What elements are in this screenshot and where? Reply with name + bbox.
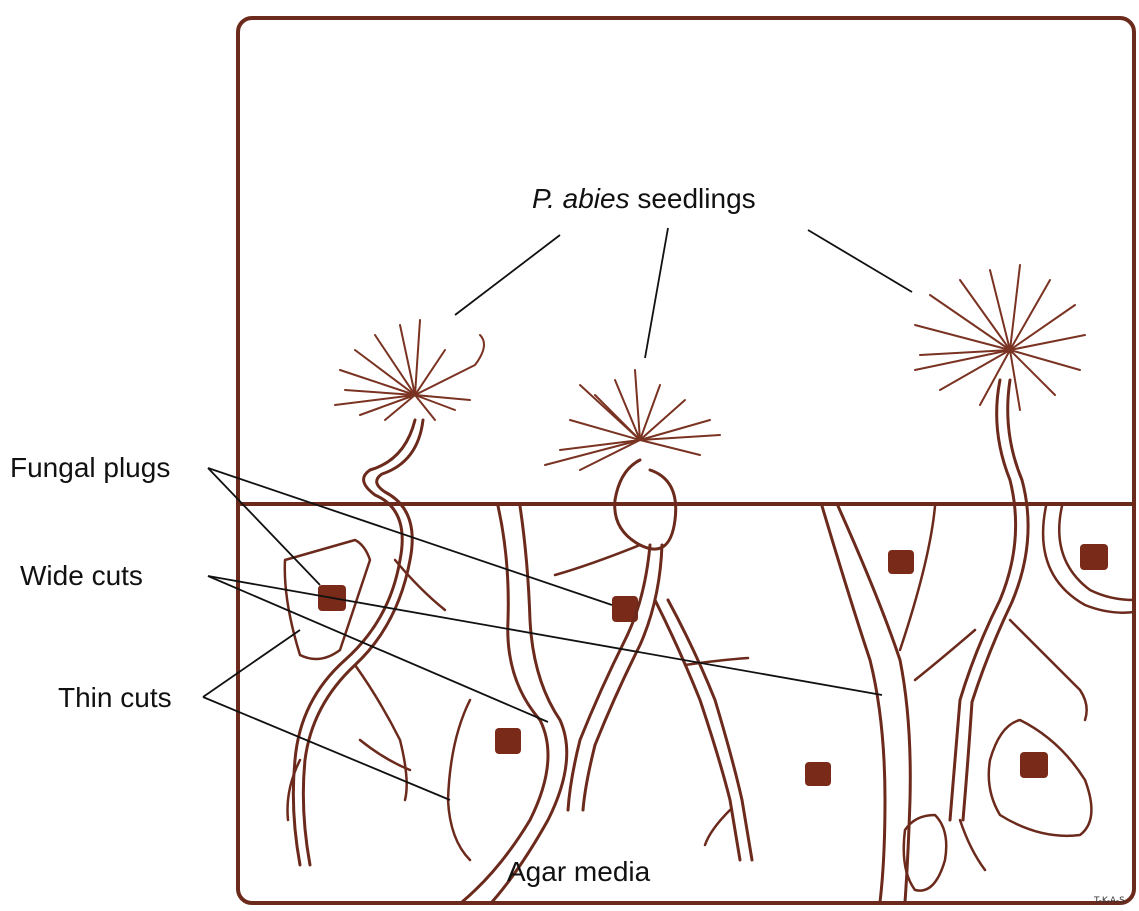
- fungal-plug: [1020, 752, 1048, 778]
- thin-cut-3: [900, 506, 935, 650]
- pointer-thin-cut-1: [203, 630, 300, 697]
- seedlings-species-label: P. abies: [532, 183, 630, 214]
- pointer-seedling-right: [808, 230, 912, 292]
- pointer-thin-cut-2: [203, 697, 450, 800]
- thin-cut-2: [448, 700, 470, 860]
- seedlings-label: P. abies seedlings: [532, 183, 756, 215]
- fungal-plug: [805, 762, 831, 786]
- pointer-fungal-plug-1: [208, 468, 320, 585]
- pointer-seedling-middle: [645, 228, 668, 358]
- pointer-fungal-plug-2: [208, 468, 612, 605]
- seedling-middle: [545, 370, 752, 860]
- artist-signature: T-K-A-S: [1094, 896, 1125, 906]
- seedling-right: [915, 265, 1087, 870]
- pointer-wide-cut-2: [208, 576, 882, 695]
- fungal-plug: [888, 550, 914, 574]
- wide-cut-1: [462, 506, 567, 902]
- wide-cuts-label: Wide cuts: [20, 560, 143, 592]
- agar-media-label: Agar media: [507, 856, 650, 888]
- thin-cuts-label: Thin cuts: [58, 682, 172, 714]
- fungal-plugs-label: Fungal plugs: [10, 452, 170, 484]
- fungal-plug: [1080, 544, 1108, 570]
- seedlings-word-label: seedlings: [637, 183, 755, 214]
- petri-frame: [238, 18, 1134, 903]
- pointer-seedling-left: [455, 235, 560, 315]
- seedling-left: [288, 320, 485, 865]
- fungal-plug: [495, 728, 521, 754]
